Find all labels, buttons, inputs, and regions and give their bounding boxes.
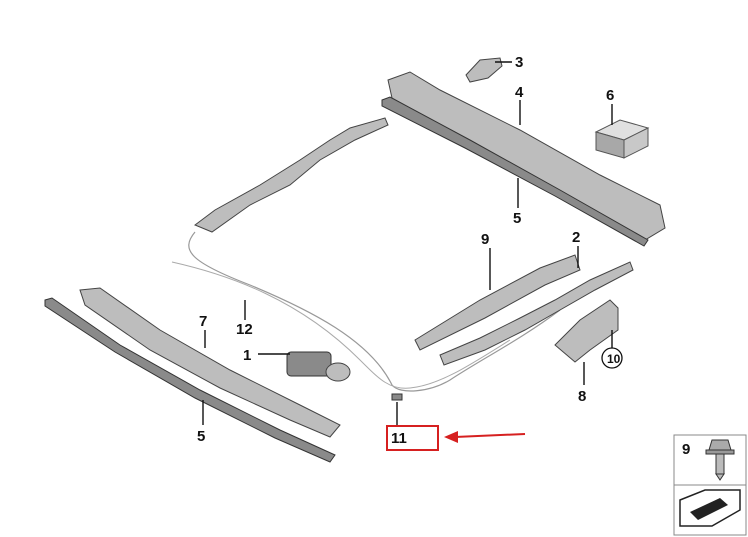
callout-6: 6: [606, 87, 614, 104]
inset-label-9: 9: [682, 441, 690, 458]
control-unit-box: [594, 119, 650, 159]
callout-8: 8: [578, 388, 586, 405]
bracket-part: [554, 299, 619, 363]
callout-9: 10: [607, 352, 621, 366]
front-seal: [381, 96, 649, 247]
screw-icon: [705, 439, 735, 481]
sunshade-strip: [414, 254, 581, 351]
inset-panel: 9: [673, 434, 747, 536]
callout-12: 12: [236, 321, 253, 338]
small-bracket: [465, 57, 503, 83]
highlight-arrow: [444, 431, 526, 443]
callout-5-upper: 5: [513, 210, 521, 227]
callout-9-circle: [601, 347, 623, 369]
guide-rail-right: [439, 261, 634, 366]
callout-11-highlight: [386, 425, 439, 451]
clip-part: [391, 393, 403, 401]
callout-1: 1: [243, 347, 251, 364]
direction-arrow-icon: [679, 489, 741, 527]
drive-cable: [188, 231, 561, 392]
guide-rail-left: [193, 117, 389, 233]
callout-4: 4: [515, 84, 524, 101]
callout-2: 2: [572, 229, 580, 246]
drive-motor: [286, 351, 351, 382]
callout-10: 9: [481, 231, 489, 248]
rubber-seal-lower: [44, 297, 336, 463]
callout-11: 11: [391, 430, 407, 447]
callout-3: 3: [515, 54, 523, 71]
drive-cable-inner: [171, 261, 511, 389]
side-seal-left: [79, 287, 341, 438]
callout-7: 7: [199, 313, 207, 330]
callout-5-lower: 5: [197, 428, 205, 445]
